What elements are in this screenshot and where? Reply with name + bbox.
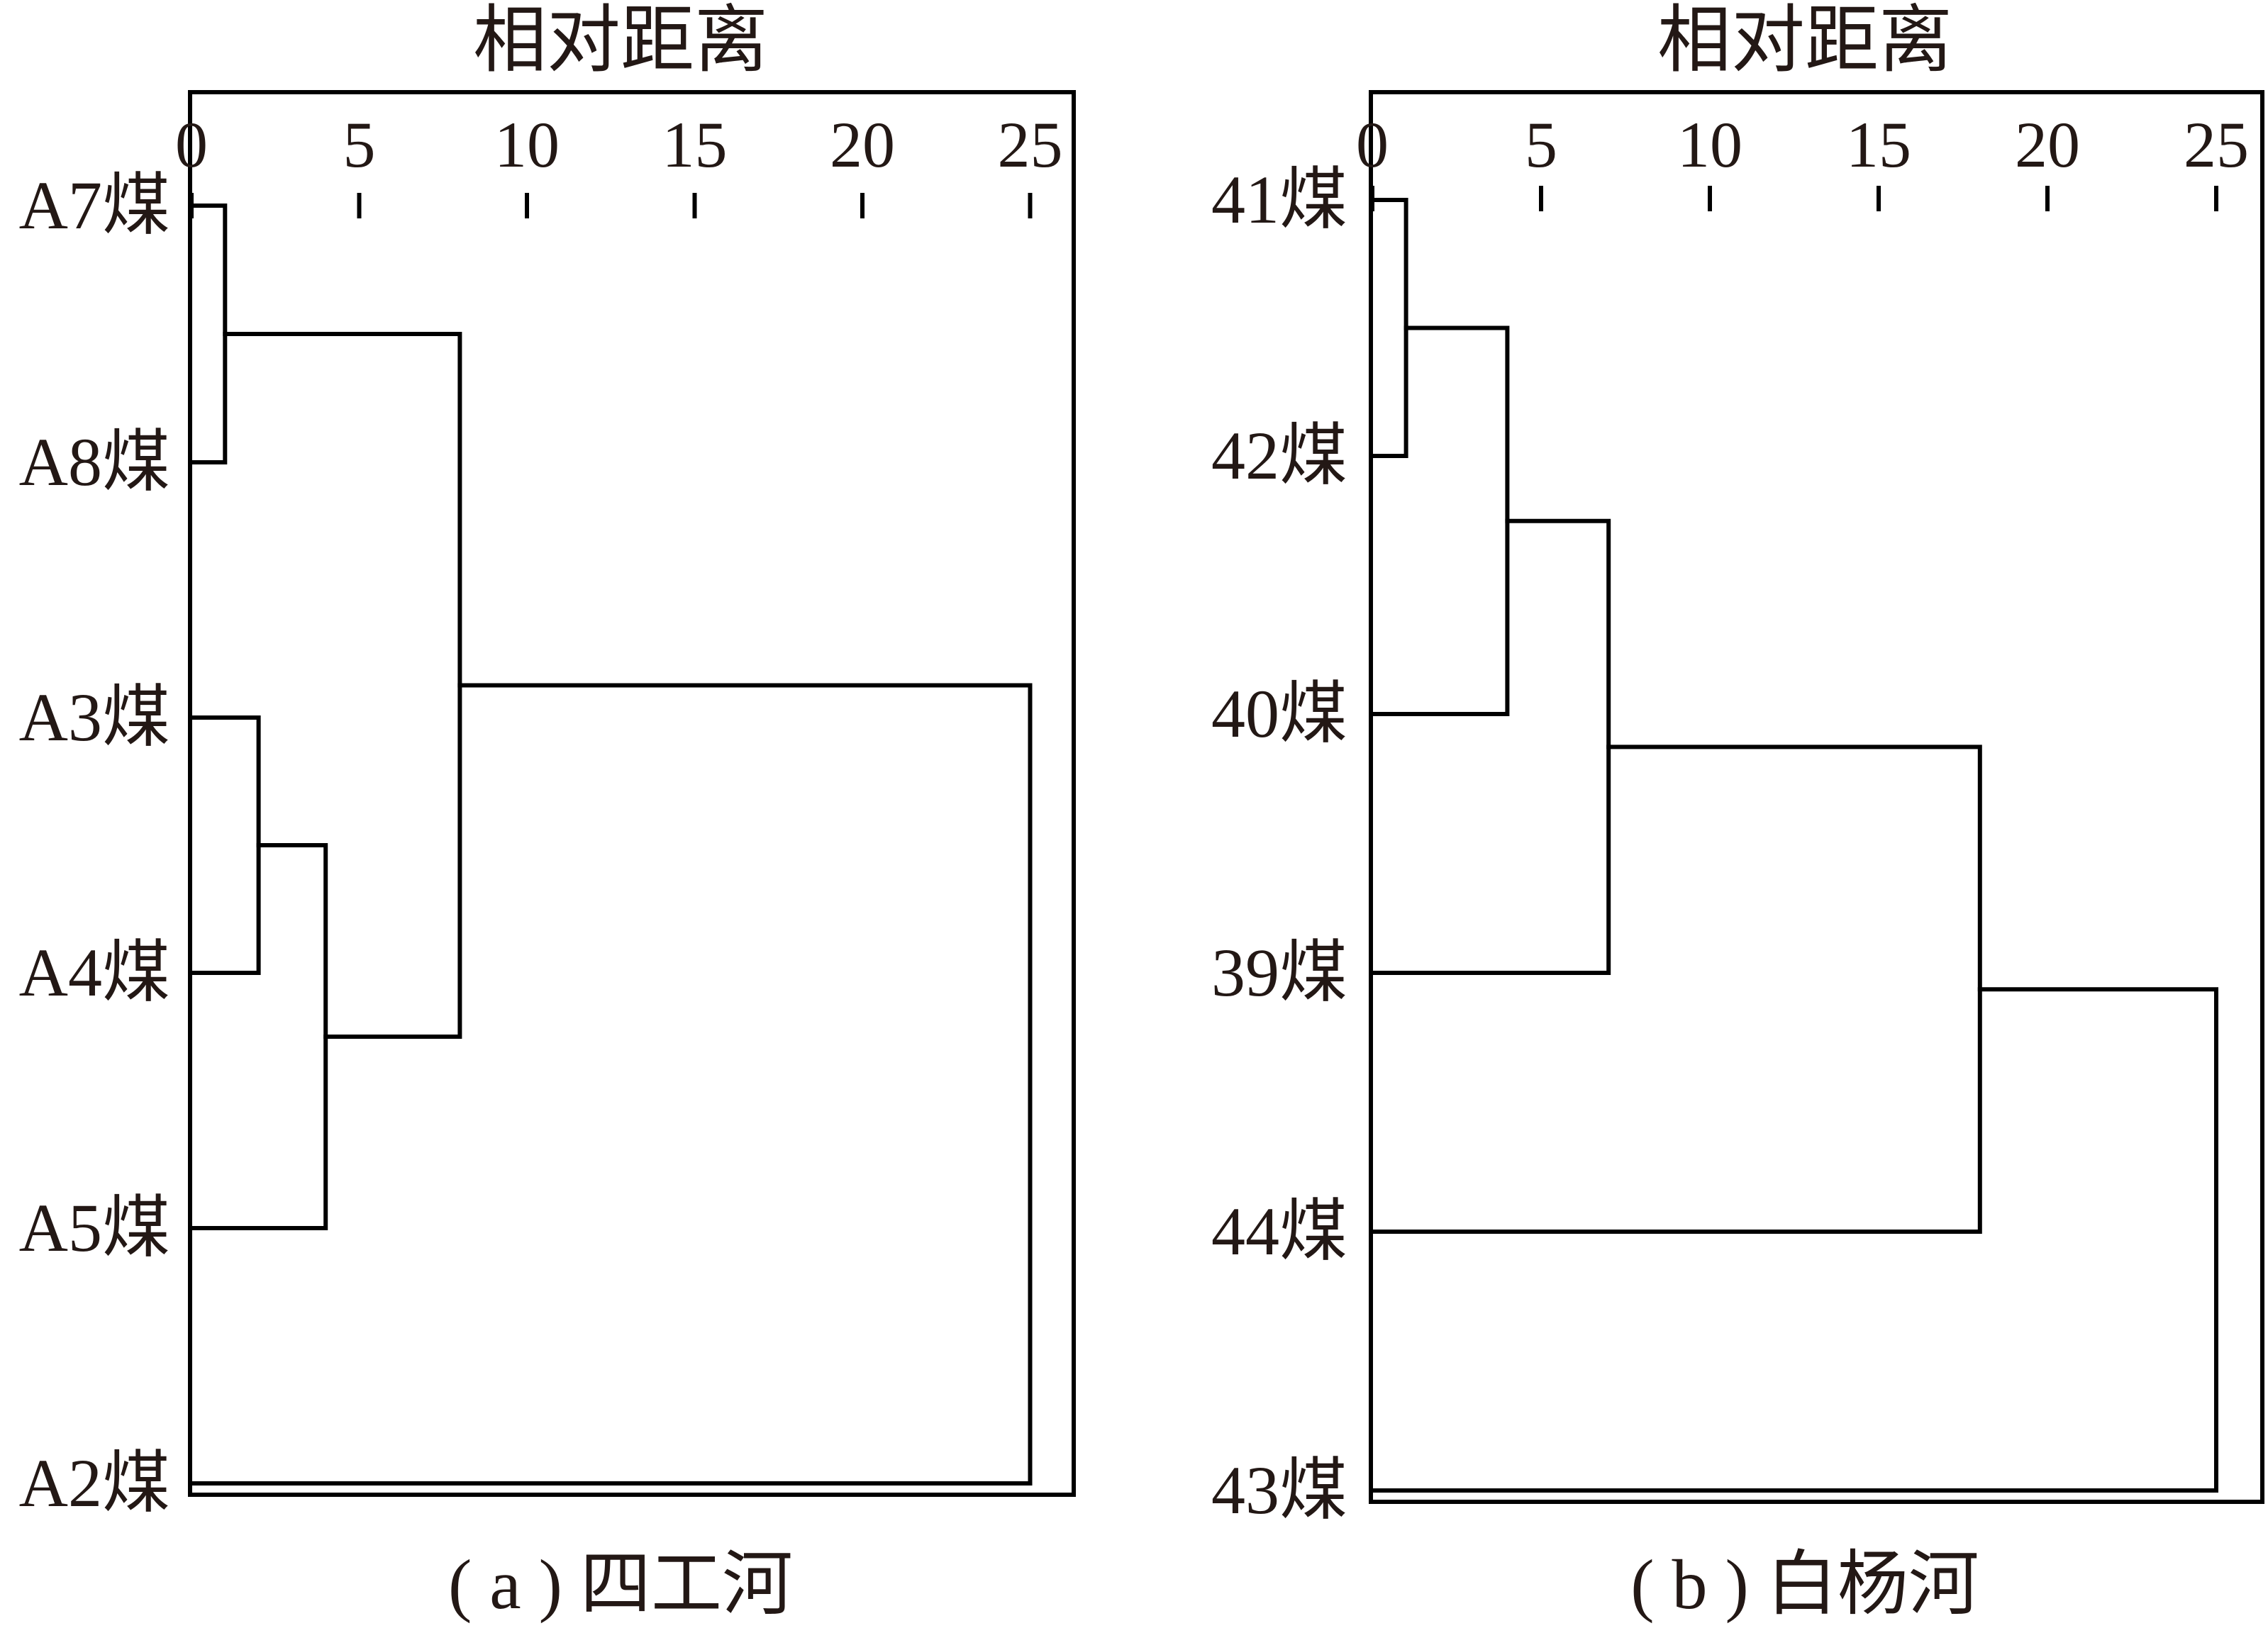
x-tick-label-10: 10 [494,108,560,181]
x-tick-label-25: 25 [998,108,1063,181]
leaf-label: 44煤 [1211,1193,1347,1269]
axis-title-b: 相对距离 [1657,0,1952,82]
x-tick-label-25: 25 [2184,108,2249,181]
dendrogram-panel-b: 相对距离 0 5 10 15 20 25 41煤 42煤 40煤 39煤 44煤 43煤 ( b )… [1211,0,2264,1624]
x-tick-label-15: 15 [662,108,728,181]
x-tick-label-0: 0 [1356,108,1389,181]
x-tick-label-15: 15 [1846,108,1911,181]
x-axis-ticks-b: 0 5 10 15 20 25 [1356,108,2249,211]
leaf-label: A5煤 [19,1190,170,1266]
merge-branch-5 [1370,987,2218,1493]
x-tick-label-0: 0 [175,108,208,181]
leaf-label: A8煤 [19,424,170,500]
leaf-labels-b: 41煤 42煤 40煤 39煤 44煤 43煤 [1211,162,1347,1528]
merge-branch-1 [1370,198,1408,458]
merge-branch-3 [1370,518,1611,975]
merge-branch-2 [1370,325,1510,716]
merge-branch-2 [189,715,261,975]
x-tick-label-5: 5 [1525,108,1557,181]
leaf-label: A3煤 [19,679,170,755]
leaf-label: 42煤 [1211,418,1347,494]
x-tick-label-5: 5 [343,108,376,181]
merge-branch-4 [1370,745,1982,1234]
leaf-label: 43煤 [1211,1452,1347,1528]
x-tick-label-10: 10 [1677,108,1742,181]
leaf-label: 40煤 [1211,676,1347,752]
dendrogram-panel-a: 相对距离 0 5 10 15 20 25 A7煤 A8煤 A3煤 A4煤 A5煤 A2煤 ( a )… [19,0,1076,1624]
plot-frame-a [188,90,1076,1497]
axis-title-a: 相对距离 [473,0,768,82]
merge-branch-5 [189,683,1033,1486]
dendrogram-branches-b [1370,198,2218,1493]
plot-frame-b [1369,90,2264,1504]
x-axis-ticks-a: 0 5 10 15 20 25 [175,108,1063,218]
leaf-label: 41煤 [1211,162,1347,238]
leaf-labels-a: A7煤 A8煤 A3煤 A4煤 A5煤 A2煤 [19,167,170,1521]
caption-b: ( b ) 白杨河 [1630,1545,1979,1624]
merge-branch-1 [189,204,228,464]
x-tick-label-20: 20 [2015,108,2080,181]
x-tick-label-20: 20 [830,108,895,181]
caption-a: ( a ) 四工河 [448,1545,793,1624]
leaf-label: A7煤 [19,167,170,243]
leaf-label: A2煤 [19,1445,170,1521]
leaf-label: A4煤 [19,935,170,1010]
leaf-label: 39煤 [1211,935,1347,1010]
dendrogram-branches-a [189,204,1033,1486]
